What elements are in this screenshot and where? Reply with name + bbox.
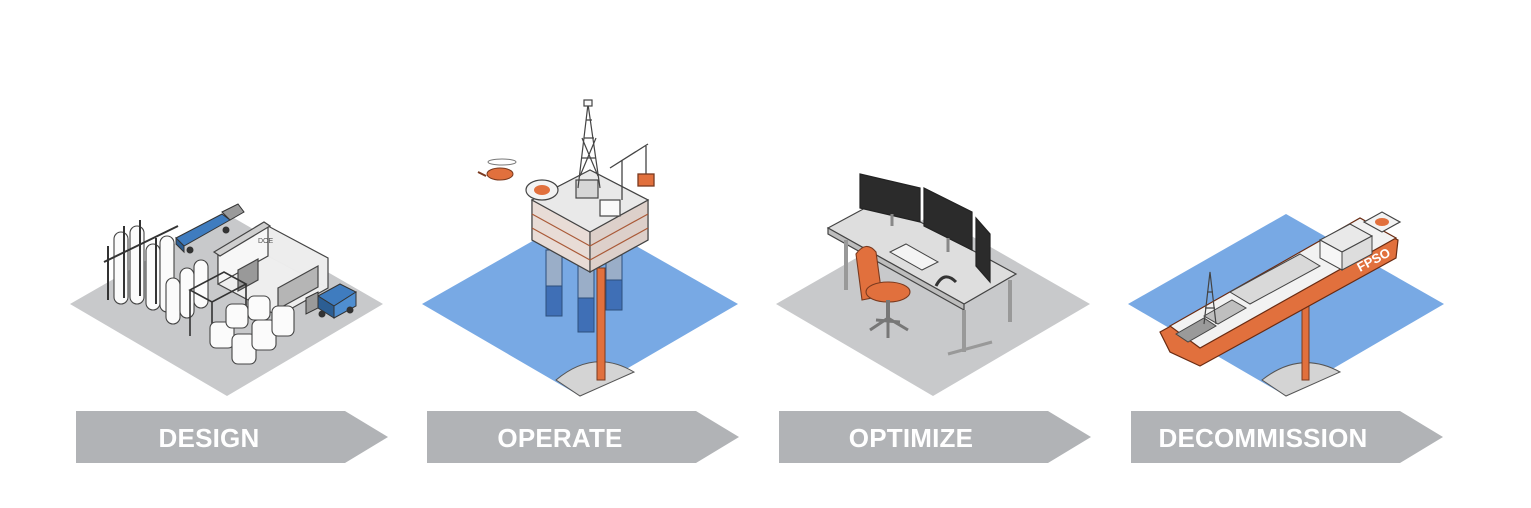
stage-label-decommission: DECOMMISSION bbox=[1159, 423, 1368, 453]
mooring-riser bbox=[1301, 299, 1310, 381]
stage-arrow-optimize: OPTIMIZE bbox=[779, 411, 1091, 463]
stage-optimize bbox=[776, 173, 1090, 396]
stage-design: DOE bbox=[70, 203, 383, 396]
delivery-truck-icon bbox=[305, 283, 358, 319]
platform-legs bbox=[545, 249, 623, 333]
headset-icon bbox=[934, 275, 958, 287]
floor-tile bbox=[776, 214, 1090, 396]
office-chair-icon bbox=[855, 245, 911, 338]
accommodation-block-icon bbox=[1318, 223, 1374, 271]
helideck-icon bbox=[1362, 211, 1402, 233]
stage-decommission: FPSO bbox=[1128, 211, 1444, 397]
process-modules-icon bbox=[1175, 253, 1322, 343]
stage-label-optimize: OPTIMIZE bbox=[849, 423, 973, 453]
stage-arrow-decommission: DECOMMISSION bbox=[1131, 411, 1443, 463]
helicopter-icon bbox=[477, 158, 517, 181]
stage-arrow-design: DESIGN bbox=[76, 411, 388, 463]
stage-operate bbox=[422, 99, 738, 397]
stage-arrow-operate: OPERATE bbox=[427, 411, 739, 463]
riser-pipe bbox=[596, 267, 606, 381]
stage-label-design: DESIGN bbox=[159, 423, 260, 453]
crane-icon bbox=[609, 143, 655, 200]
medium-tanks-icon bbox=[165, 259, 248, 346]
helideck-icon bbox=[525, 179, 559, 201]
monitors-icon bbox=[859, 173, 991, 284]
warehouse-sign: DOE bbox=[258, 238, 274, 245]
drilling-derrick-icon bbox=[577, 99, 601, 189]
flare-tower-icon bbox=[1203, 271, 1217, 325]
tanker-truck-icon bbox=[175, 203, 245, 254]
platform-topside-icon bbox=[530, 169, 650, 274]
storage-tanks-icon bbox=[209, 295, 295, 365]
keyboard-icon bbox=[888, 243, 940, 271]
stage-label-operate: OPERATE bbox=[497, 423, 622, 453]
